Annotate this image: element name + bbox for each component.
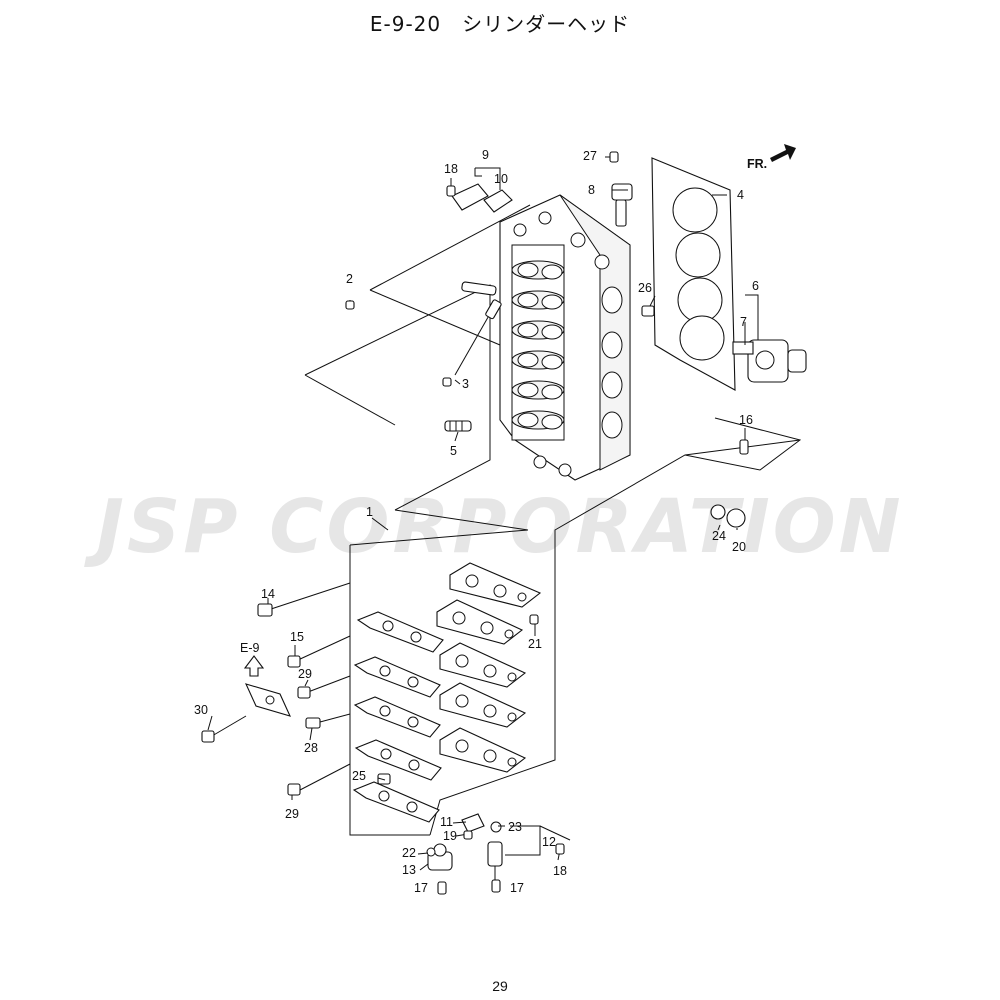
screw-19 <box>463 830 473 840</box>
callout-29-upper: 29 <box>298 667 312 681</box>
callout-13: 13 <box>402 863 416 877</box>
watermark-text: JSP CORPORATION <box>83 484 903 570</box>
callout-22: 22 <box>402 846 416 860</box>
camshaft-caps-left <box>352 611 444 823</box>
reference-label: E-9 <box>240 641 260 655</box>
camshaft-cap <box>449 562 542 608</box>
front-direction-arrow <box>770 144 796 162</box>
callout-15: 15 <box>290 630 304 644</box>
callout-10: 10 <box>494 172 508 186</box>
callout-8: 8 <box>588 183 595 197</box>
callout-4: 4 <box>737 188 744 202</box>
callout-7: 7 <box>740 315 747 329</box>
valve-guide <box>461 281 497 296</box>
callout-17-left: 17 <box>414 881 428 895</box>
callout-16: 16 <box>739 413 753 427</box>
bolt-14 <box>257 582 351 617</box>
bolt-15 <box>287 635 351 668</box>
callout-23: 23 <box>508 820 522 834</box>
callout-12: 12 <box>542 835 556 849</box>
valve-stem <box>454 299 502 376</box>
cylinder-head <box>499 194 631 481</box>
camshaft-cap <box>354 739 442 781</box>
callout-17-right: 17 <box>510 881 524 895</box>
leader-lines <box>207 156 759 871</box>
valve-spring <box>444 420 472 432</box>
clip-2 <box>345 300 355 310</box>
callout-5: 5 <box>450 444 457 458</box>
callout-18-top: 18 <box>444 162 458 176</box>
page-title: E-9-20 シリンダーヘッド <box>369 12 631 36</box>
reference-arrow <box>243 655 265 677</box>
callout-3: 3 <box>462 377 469 391</box>
front-direction-label: FR. <box>747 157 767 171</box>
screw-27 <box>609 151 619 163</box>
callout-14: 14 <box>261 587 275 601</box>
callout-11: 11 <box>440 815 453 829</box>
bolt-29-lower <box>287 763 351 796</box>
camshaft-cap <box>439 682 527 728</box>
washer-22 <box>426 847 436 857</box>
head-gasket <box>651 157 736 391</box>
callout-9: 9 <box>482 148 489 162</box>
camshaft-cap <box>436 599 524 645</box>
callout-21: 21 <box>528 637 542 651</box>
sensor-8 <box>611 183 633 227</box>
callout-6: 6 <box>752 279 759 293</box>
oil-control-valve <box>732 339 807 383</box>
callout-1: 1 <box>366 505 373 519</box>
camshaft-caps-right <box>436 562 542 773</box>
bracket-9 <box>451 183 513 213</box>
page-number: 29 <box>492 978 508 994</box>
sensor-12 <box>487 841 503 882</box>
screw-21 <box>529 614 539 625</box>
callout-26: 26 <box>638 281 652 295</box>
camshaft-cap <box>352 781 440 823</box>
dowel-26 <box>641 305 655 317</box>
bolt-29-upper <box>297 675 351 699</box>
callout-20: 20 <box>732 540 746 554</box>
camshaft-cap <box>439 642 527 688</box>
screw-17-right <box>491 879 501 893</box>
bolt-30 <box>201 715 247 743</box>
camshaft-cap <box>353 656 441 698</box>
screw-18-bottom <box>555 843 565 855</box>
callout-24: 24 <box>712 529 726 543</box>
callout-2: 2 <box>346 272 353 286</box>
callout-25: 25 <box>352 769 366 783</box>
callout-27: 27 <box>583 149 597 163</box>
callout-19: 19 <box>443 829 457 843</box>
callout-30: 30 <box>194 703 208 717</box>
bolt-16 <box>739 439 749 455</box>
callout-18-bottom: 18 <box>553 864 567 878</box>
callout-28: 28 <box>304 741 318 755</box>
bracket-11 <box>461 813 485 833</box>
clip-3 <box>442 377 452 387</box>
bolt-28 <box>305 713 351 729</box>
callout-29-lower: 29 <box>285 807 299 821</box>
fitting-13 <box>427 843 453 871</box>
screw-17-left <box>437 881 447 895</box>
outline-valve-group <box>304 284 491 511</box>
cover-e9 <box>245 683 291 717</box>
plug-20 <box>710 504 746 528</box>
camshaft-cap <box>356 611 444 653</box>
camshaft-cap <box>353 696 441 738</box>
screw-18-top <box>446 185 456 197</box>
pin-25 <box>377 773 391 785</box>
camshaft-cap <box>439 727 527 773</box>
oring-23 <box>490 821 502 833</box>
